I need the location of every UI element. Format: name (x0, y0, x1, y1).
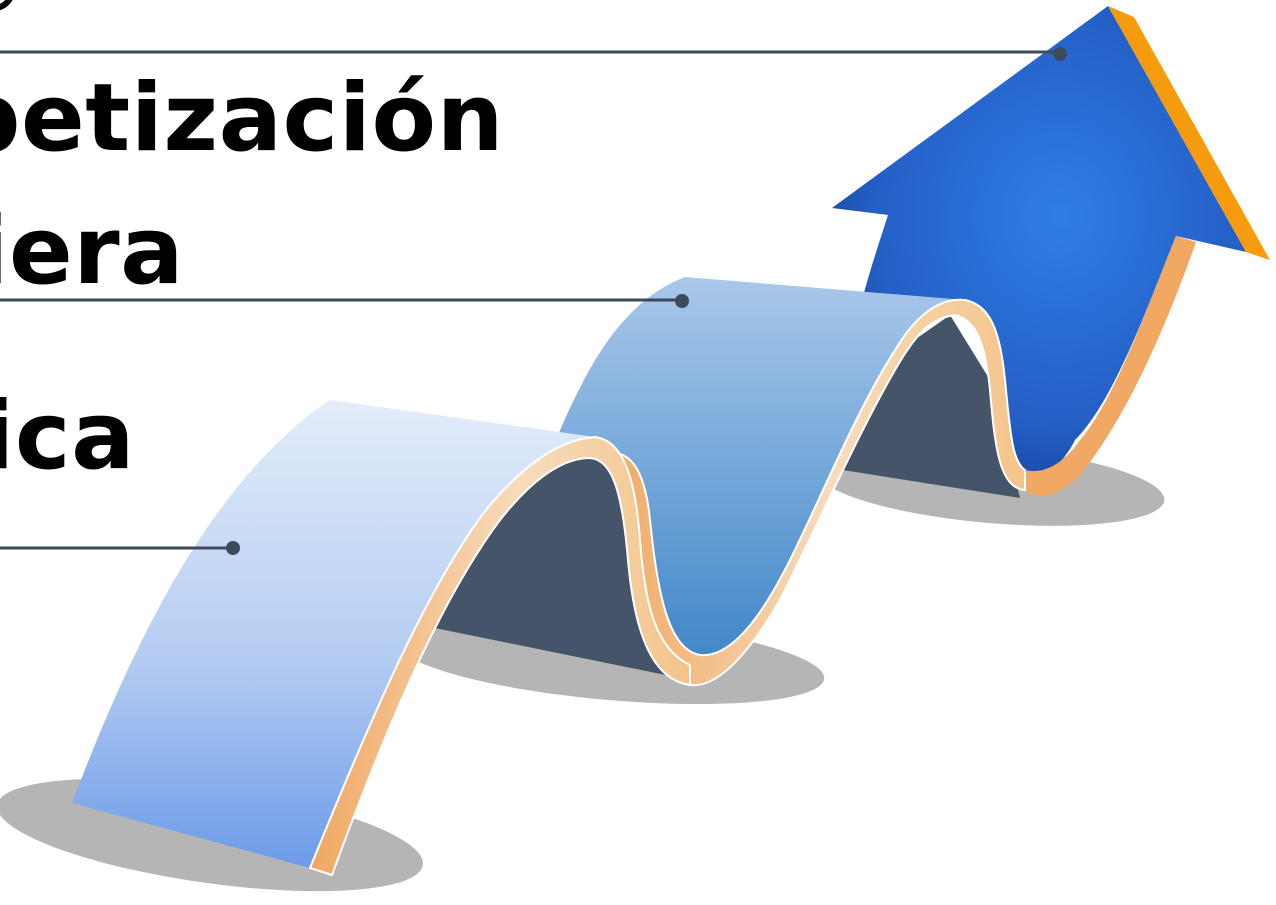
ribbon-panel (72, 400, 595, 868)
arrow-head (832, 6, 1246, 473)
step-label-top: betización (0, 64, 504, 173)
leader-dot (1053, 47, 1067, 61)
ribbon-panel (558, 277, 965, 667)
ribbon-edge (308, 435, 691, 877)
step-label-bottom: ica (0, 382, 135, 491)
ribbon-back-face (830, 315, 1020, 498)
arrow-edge (1025, 236, 1196, 496)
leader-dot (226, 541, 240, 555)
corner-marker (0, 0, 13, 11)
step-label-middle: iera (0, 197, 184, 306)
arrow-edge (1108, 6, 1270, 260)
leader-dot (675, 294, 689, 308)
